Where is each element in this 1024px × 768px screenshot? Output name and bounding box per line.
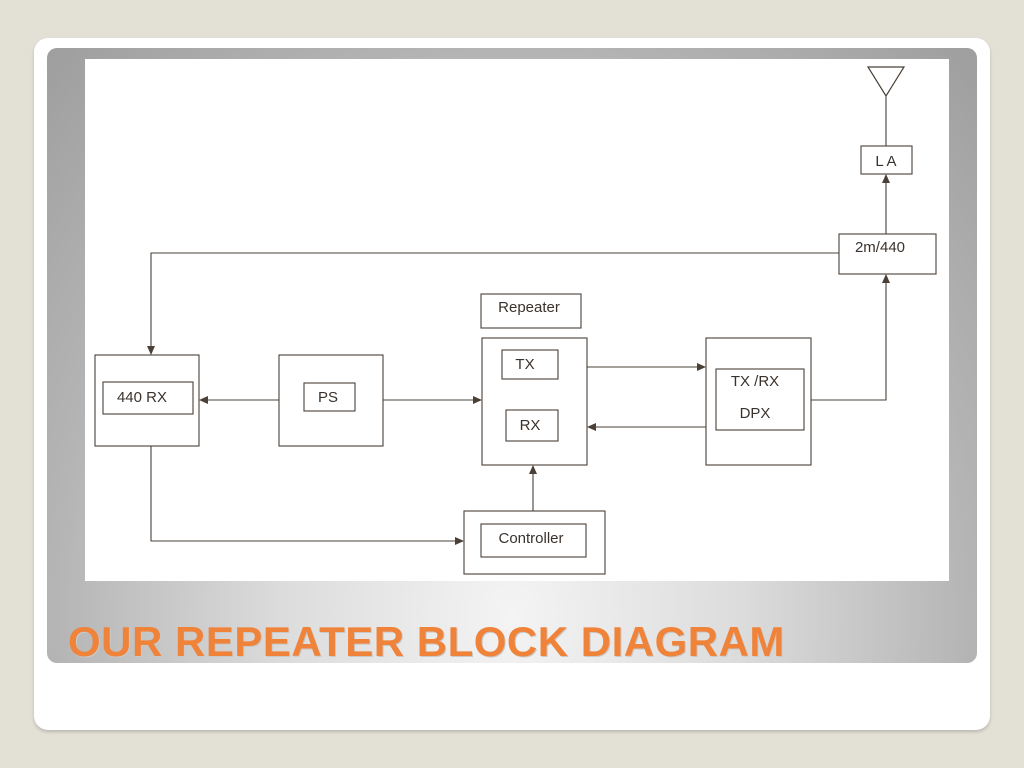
repeater-label: Repeater xyxy=(498,299,560,316)
ps-block: PS xyxy=(278,354,384,447)
band-block: 2m/440 xyxy=(838,233,937,275)
controller-label: Controller xyxy=(498,530,563,547)
repeater-unit: TX RX xyxy=(481,337,588,466)
txrx-label: TX /RX xyxy=(731,373,779,390)
block-diagram-svg: L A 2m/440 Repeater TX RX 440 RX xyxy=(94,66,937,575)
controller-block: Controller xyxy=(463,510,606,575)
rx440-label: 440 RX xyxy=(117,389,167,406)
arrow-dpx-to-band xyxy=(811,274,890,401)
arrow-rx440-to-controller xyxy=(150,446,464,545)
connections xyxy=(147,174,890,545)
ps-label: PS xyxy=(318,389,338,406)
arrow-band-to-rx440 xyxy=(147,252,839,355)
la-block: L A xyxy=(860,145,913,175)
duplexer-block: TX /RX DPX xyxy=(705,337,812,466)
slide-title: OUR REPEATER BLOCK DIAGRAM xyxy=(68,618,785,665)
rx-label: RX xyxy=(520,417,541,434)
la-label: L A xyxy=(875,153,896,170)
repeater-block: Repeater xyxy=(480,293,582,329)
block-diagram: L A 2m/440 Repeater TX RX 440 RX xyxy=(85,59,949,581)
antenna-icon xyxy=(866,66,906,146)
band-label: 2m/440 xyxy=(855,239,905,256)
dpx-label: DPX xyxy=(740,405,771,422)
rx440-block: 440 RX xyxy=(94,354,200,447)
tx-label: TX xyxy=(515,356,534,373)
